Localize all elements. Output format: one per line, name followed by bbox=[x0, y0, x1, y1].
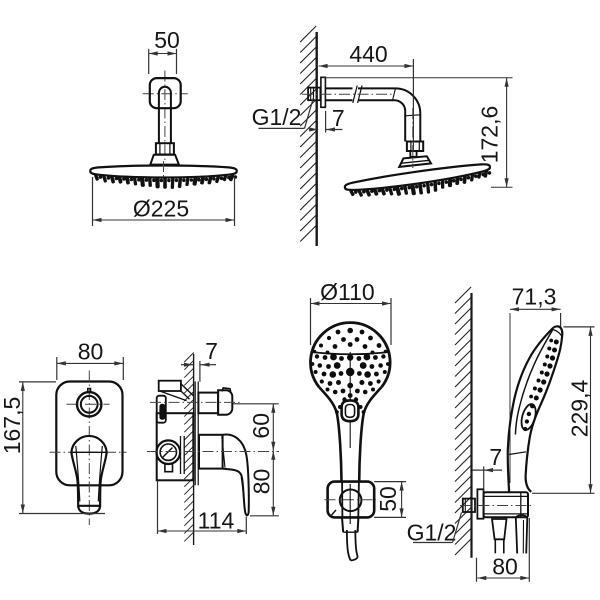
svg-text:167,5: 167,5 bbox=[0, 397, 25, 455]
svg-text:71,3: 71,3 bbox=[512, 283, 557, 309]
svg-text:60: 60 bbox=[248, 413, 274, 439]
svg-text:Ø110: Ø110 bbox=[320, 279, 375, 305]
svg-text:80: 80 bbox=[78, 338, 104, 364]
svg-text:229,4: 229,4 bbox=[567, 380, 593, 438]
svg-text:7: 7 bbox=[205, 338, 218, 364]
svg-text:50: 50 bbox=[154, 27, 180, 53]
svg-text:440: 440 bbox=[349, 41, 387, 67]
svg-text:172,6: 172,6 bbox=[477, 106, 503, 164]
svg-text:114: 114 bbox=[198, 507, 235, 533]
svg-text:7: 7 bbox=[332, 105, 345, 131]
svg-text:G1/2: G1/2 bbox=[252, 104, 302, 130]
svg-text:7: 7 bbox=[489, 444, 502, 470]
svg-text:80: 80 bbox=[249, 469, 275, 495]
svg-text:80: 80 bbox=[492, 554, 518, 580]
svg-text:Ø225: Ø225 bbox=[133, 196, 189, 222]
svg-text:G1/2: G1/2 bbox=[407, 519, 457, 545]
svg-text:50: 50 bbox=[375, 486, 401, 512]
